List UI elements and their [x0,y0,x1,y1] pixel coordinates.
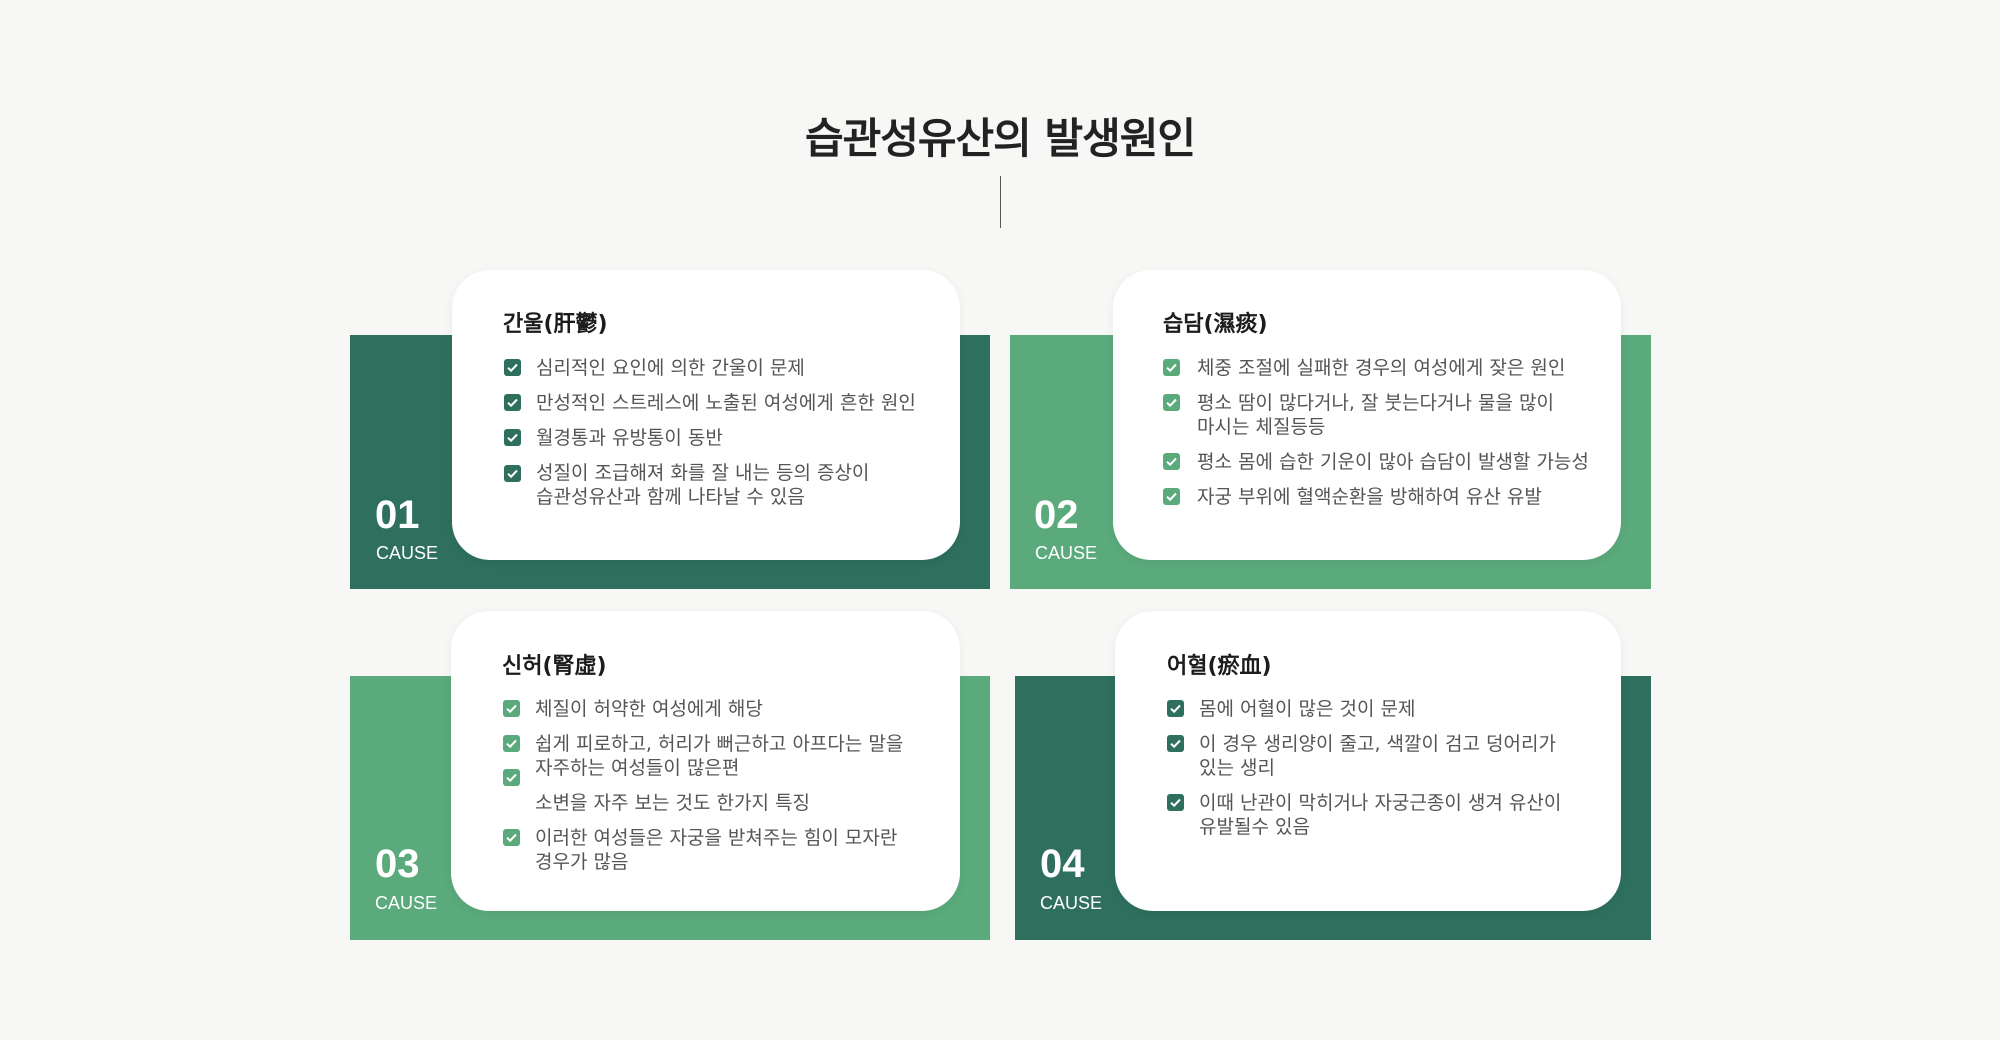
cause-01-item: 성질이 조급해져 화를 잘 내는 등의 증상이 [536,462,870,484]
cause-04-title: 어혈(瘀血) [1167,654,1272,679]
cause-01-title: 간울(肝鬱) [503,312,608,337]
checkbox-checked-icon [503,829,520,846]
cause-04-item: 유발될수 있음 [1199,816,1310,838]
cause-02-item: 평소 몸에 습한 기운이 많아 습담이 발생할 가능성 [1197,451,1589,473]
cause-02-item: 자궁 부위에 혈액순환을 방해하여 유산 유발 [1197,486,1542,508]
cause-03-card: 신허(腎虛) 체질이 허약한 여성에게 해당 쉽게 피로하고, 허리가 뻐근하고… [451,611,960,911]
checkbox-checked-icon [1167,735,1184,752]
checkbox-checked-icon [1167,794,1184,811]
checkbox-checked-icon [504,359,521,376]
cause-04-item: 이때 난관이 막히거나 자궁근종이 생겨 유산이 [1199,792,1562,814]
cause-01-card: 간울(肝鬱) 심리적인 요인에 의한 간울이 문제 만성적인 스트레스에 노출된… [452,270,960,560]
cause-04-item: 이 경우 생리양이 줄고, 색깔이 검고 덩어리가 [1199,733,1556,755]
checkbox-checked-icon [1167,700,1184,717]
cause-04-card: 어혈(瘀血) 몸에 어혈이 많은 것이 문제 이 경우 생리양이 줄고, 색깔이… [1115,611,1621,911]
checkbox-checked-icon [503,735,520,752]
cause-04-item: 몸에 어혈이 많은 것이 문제 [1199,698,1416,720]
cause-01-item: 월경통과 유방통이 동반 [536,427,723,449]
checkbox-checked-icon [1163,394,1180,411]
cause-02-item: 체중 조절에 실패한 경우의 여성에게 잦은 원인 [1197,357,1566,379]
cause-03-item: 자주하는 여성들이 많은편 [535,757,740,779]
cause-02-title: 습담(濕痰) [1163,312,1268,337]
cause-01-label: CAUSE [376,543,439,563]
cause-03-item: 쉽게 피로하고, 허리가 뻐근하고 아프다는 말을 [535,733,904,755]
cause-01-item: 만성적인 스트레스에 노출된 여성에게 흔한 원인 [536,392,916,414]
page-title: 습관성유산의 발생원인 [804,114,1196,163]
cause-04-item: 있는 생리 [1199,757,1275,779]
cause-02-card: 습담(濕痰) 체중 조절에 실패한 경우의 여성에게 잦은 원인 평소 땀이 많… [1113,270,1621,560]
cause-03-item: 이러한 여성들은 자궁을 받쳐주는 힘이 모자란 [535,827,898,849]
cause-02-item: 평소 땀이 많다거나, 잘 붓는다거나 물을 많이 [1197,392,1554,414]
checkbox-checked-icon [503,769,520,786]
cause-03-label: CAUSE [375,893,438,913]
checkbox-checked-icon [504,394,521,411]
cause-03-item: 소변을 자주 보는 것도 한가지 특징 [535,792,810,814]
checkbox-checked-icon [504,465,521,482]
cause-04-number: 04 [1040,842,1085,886]
cause-04-label: CAUSE [1040,893,1103,913]
cause-03-title: 신허(腎虛) [502,654,607,679]
cause-03-item: 경우가 많음 [535,851,629,873]
cause-02-item: 마시는 체질등등 [1197,416,1326,438]
title-divider [1000,176,1001,228]
cause-01-item: 심리적인 요인에 의한 간울이 문제 [536,357,805,379]
checkbox-checked-icon [504,429,521,446]
cause-01-item: 습관성유산과 함께 나타날 수 있음 [536,486,805,508]
cause-03-item: 체질이 허약한 여성에게 해당 [535,698,763,720]
checkbox-checked-icon [1163,359,1180,376]
checkbox-checked-icon [1163,488,1180,505]
cause-02-number: 02 [1034,493,1079,537]
cause-02-label: CAUSE [1035,543,1098,563]
cause-03-number: 03 [375,842,420,886]
checkbox-checked-icon [1163,453,1180,470]
checkbox-checked-icon [503,700,520,717]
cause-01-number: 01 [375,493,420,537]
